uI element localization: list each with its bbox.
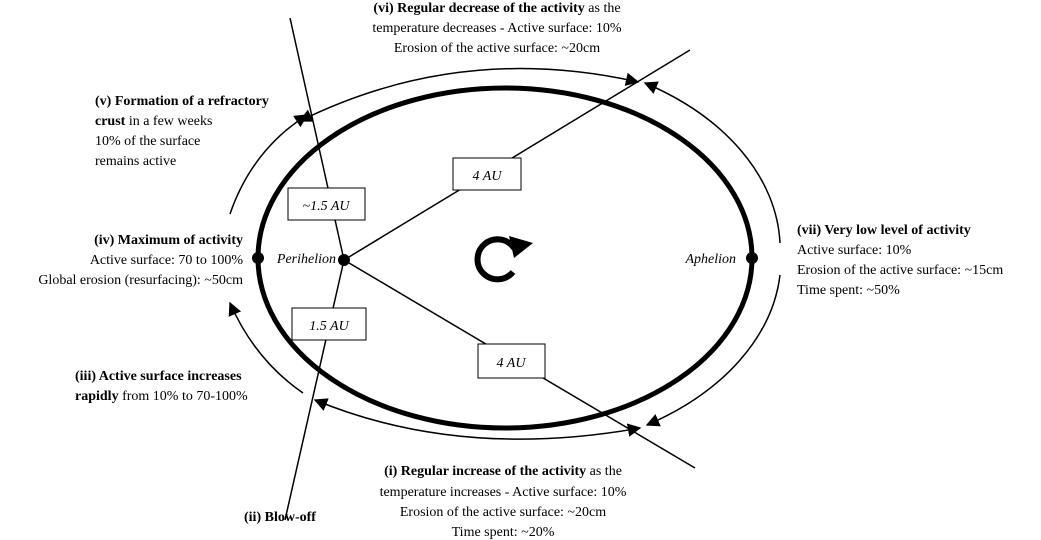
distance-box-approx-1-5au-upper: ~1.5 AU [287,187,366,221]
phase-iii-annotation: (iii) Active surface increases rapidly f… [75,369,248,404]
svg-text:Active surface: 10%: Active surface: 10% [797,243,912,258]
arc-arrow-vii-to-i [645,274,781,427]
aphelion-label: Aphelion [684,252,736,267]
distance-box-4au-upper: 4 AU [452,157,522,191]
perihelion-dot [252,252,264,264]
svg-text:1.5 AU: 1.5 AU [309,319,349,334]
phase-i-annotation: (i) Regular increase of the activity as … [380,464,627,540]
perihelion-label: Perihelion [276,252,336,267]
sun-focus-dot [338,254,350,266]
phase-vii-annotation: (vii) Very low level of activity Active … [797,223,1003,298]
arc-arrow-iv-to-v [229,114,309,215]
svg-text:(ii) Blow-off: (ii) Blow-off [244,510,316,525]
svg-text:(iii) Active surface increases: (iii) Active surface increases [75,369,242,384]
distance-box-1-5au-lower: 1.5 AU [291,307,367,341]
svg-text:rapidly from 10% to 70-100%: rapidly from 10% to 70-100% [75,389,248,404]
svg-text:Erosion of the active surface:: Erosion of the active surface: ~15cm [797,263,1003,278]
svg-text:(vi) Regular decrease of the a: (vi) Regular decrease of the activity as… [373,1,620,16]
arc-arrow-v-to-vi [298,67,640,122]
phase-vi-annotation: (vi) Regular decrease of the activity as… [372,1,621,56]
svg-text:~1.5 AU: ~1.5 AU [303,199,351,214]
svg-text:(iv) Maximum of activity: (iv) Maximum of activity [94,233,243,248]
svg-text:Erosion of the active surface:: Erosion of the active surface: ~20cm [400,505,606,520]
line-4au-upper [343,49,691,261]
svg-text:Time spent: ~50%: Time spent: ~50% [797,283,900,298]
svg-text:Erosion of the active surface:: Erosion of the active surface: ~20cm [394,41,600,56]
svg-text:crust in a few weeks: crust in a few weeks [95,114,212,129]
svg-text:temperature increases - Active: temperature increases - Active surface: … [380,485,627,500]
arc-arrow-iii-to-iv [228,301,304,394]
svg-text:temperature decreases - Active: temperature decreases - Active surface: … [372,21,621,36]
arc-arrow-ii-to-iii [313,398,642,440]
svg-text:4 AU: 4 AU [497,356,527,371]
line-1-5au-crossing-lower [284,259,345,521]
svg-text:Active surface: 70 to 100%: Active surface: 70 to 100% [90,253,244,268]
line-1-5au-crossing [289,17,345,261]
rotation-direction-icon [474,236,533,283]
phase-v-annotation: (v) Formation of a refractory crust in a… [95,94,269,169]
phase-iv-annotation: (iv) Maximum of activity Active surface:… [38,233,243,288]
svg-text:10% of the surface: 10% of the surface [95,134,200,149]
svg-text:(i) Regular increase of the ac: (i) Regular increase of the activity as … [384,464,622,479]
svg-text:Time spent: ~20%: Time spent: ~20% [452,525,555,540]
svg-text:Global erosion (resurfacing):: Global erosion (resurfacing): ~50cm [38,273,243,288]
svg-text:(vii) Very low level of activi: (vii) Very low level of activity [797,223,971,238]
distance-box-4au-lower: 4 AU [477,343,546,379]
svg-text:4 AU: 4 AU [473,169,503,184]
aphelion-dot [746,252,758,264]
svg-text:remains active: remains active [95,154,176,169]
phase-ii-annotation: (ii) Blow-off [244,510,316,525]
svg-text:(v) Formation of a refractory: (v) Formation of a refractory [95,94,269,109]
arc-arrow-vi-to-vii [643,81,781,244]
